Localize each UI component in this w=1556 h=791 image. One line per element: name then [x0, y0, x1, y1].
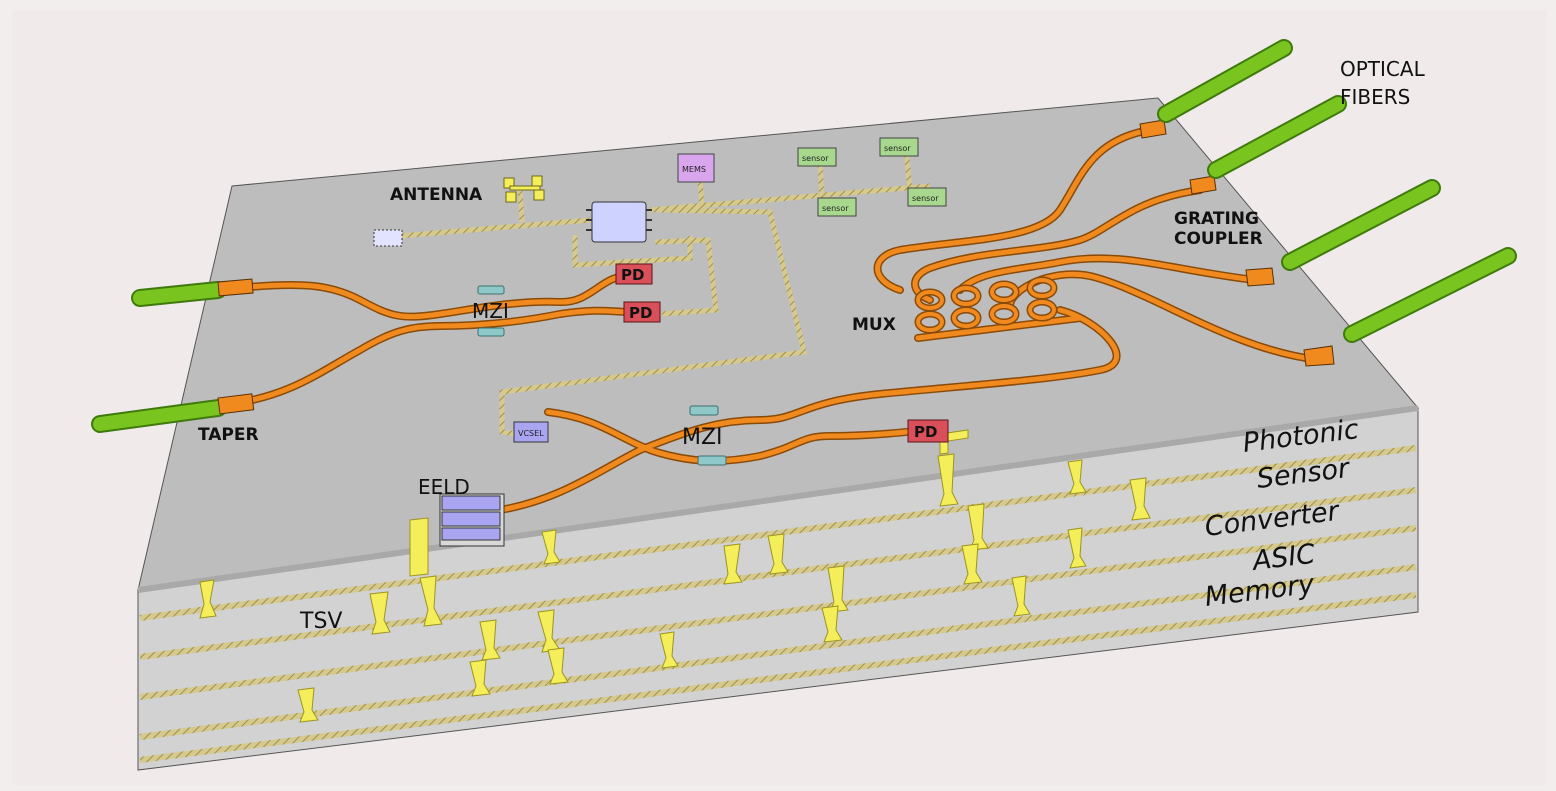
mems-label: MEMS: [682, 165, 706, 174]
sensor-label-1: sensor: [802, 154, 829, 163]
taper-label: TAPER: [198, 425, 259, 445]
mzi-label-lower: MZI: [682, 425, 723, 450]
optical-fibers-label-line1: OPTICAL: [1340, 57, 1426, 81]
sensor-label-3: sensor: [822, 204, 849, 213]
antenna-label: ANTENNA: [390, 185, 483, 205]
mems-block: MEMS: [678, 154, 714, 182]
pd-label-1: PD: [621, 266, 644, 284]
central-ic: [586, 202, 652, 242]
eeld-block: [440, 494, 504, 546]
sensor-label-4: sensor: [912, 194, 939, 203]
grating-coupler-label-line2: COUPLER: [1174, 229, 1263, 249]
vcsel-block: VCSEL: [514, 422, 548, 442]
vcsel-label: VCSEL: [518, 429, 544, 438]
io-pad-block: [374, 230, 402, 246]
mzi-label-upper: MZI: [472, 299, 509, 323]
grating-coupler-label-line1: GRATING: [1174, 209, 1259, 229]
optical-fibers-label-line2: FIBERS: [1340, 85, 1410, 109]
eeld-label: EELD: [418, 475, 470, 499]
sensor-label-2: sensor: [884, 144, 911, 153]
mux-label: MUX: [852, 315, 896, 335]
tsv-label: TSV: [299, 609, 342, 634]
pd-label-2: PD: [629, 304, 652, 322]
pd-label-3: PD: [914, 423, 937, 441]
